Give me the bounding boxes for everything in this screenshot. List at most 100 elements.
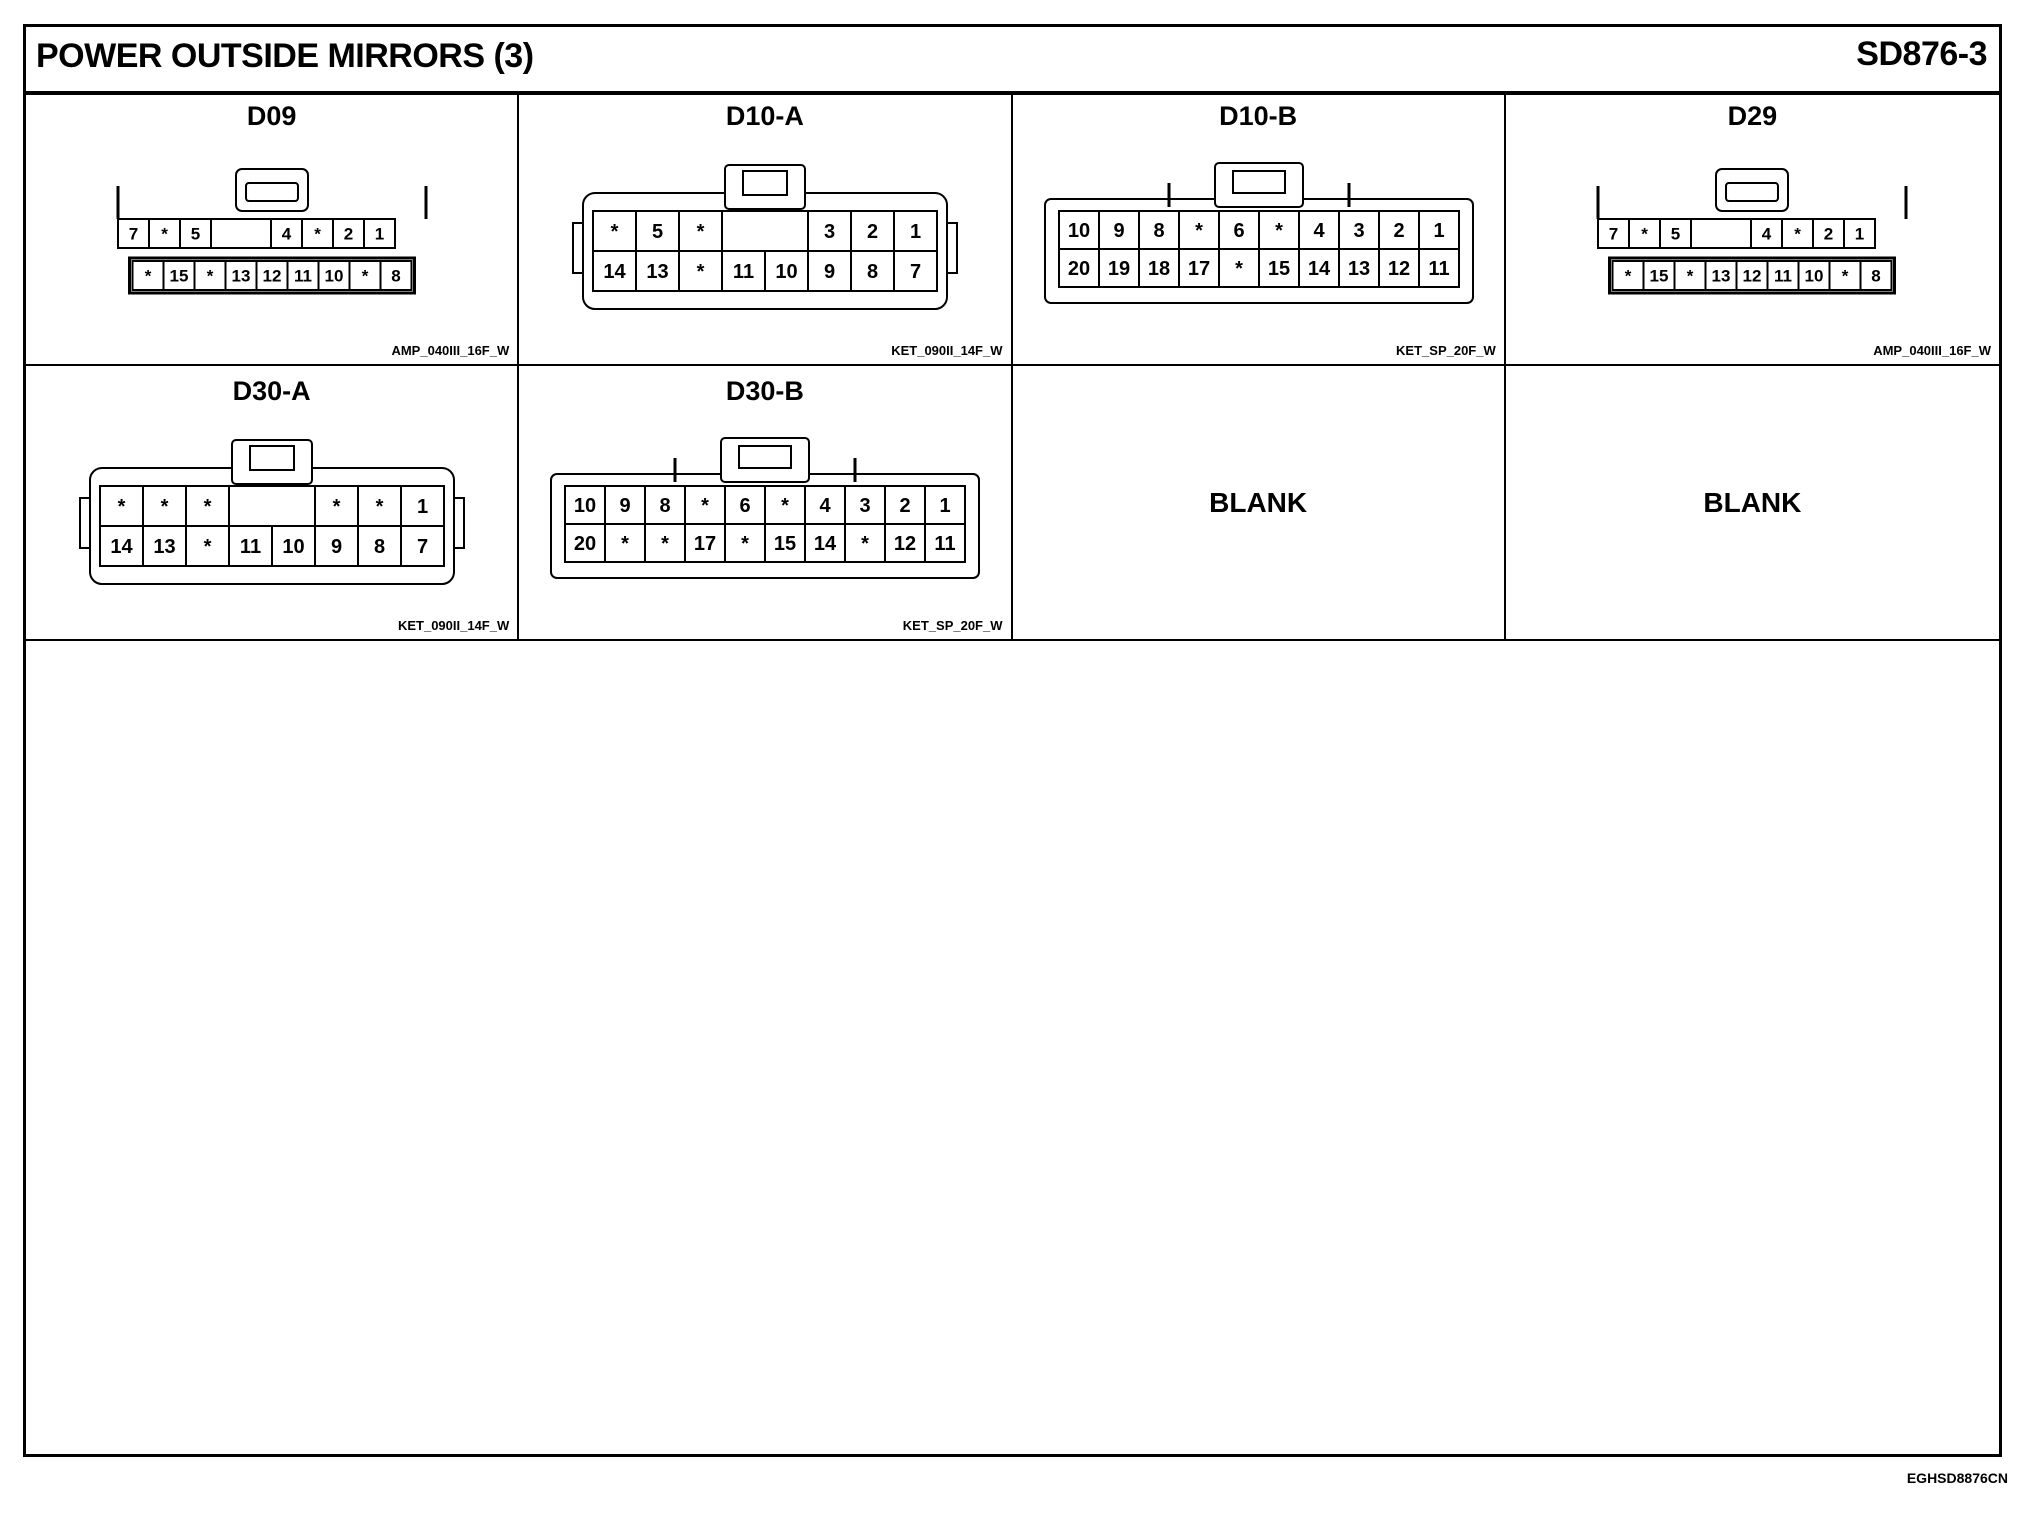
pin-cell bbox=[893, 250, 939, 292]
pin-label: 14 bbox=[814, 533, 837, 555]
connector-part-number: KET_SP_20F_W bbox=[902, 618, 1003, 633]
pin-cell bbox=[400, 525, 445, 567]
pin-label: 11 bbox=[240, 536, 261, 558]
pin-label: 17 bbox=[1187, 258, 1209, 280]
pin-cell bbox=[1137, 210, 1180, 250]
pin-label: * bbox=[204, 496, 212, 518]
pin-label: 2 bbox=[1824, 225, 1833, 244]
side-tab bbox=[946, 222, 959, 274]
pin-label: 1 bbox=[1855, 225, 1864, 244]
pin-label: 7 bbox=[129, 225, 138, 244]
latch-inner bbox=[738, 445, 793, 469]
pin-label: 2 bbox=[344, 225, 353, 244]
pin-label: 13 bbox=[1711, 267, 1730, 286]
pin-label: * bbox=[621, 533, 629, 555]
blank-label: BLANK bbox=[1703, 486, 1802, 518]
page-title: POWER OUTSIDE MIRRORS (3) bbox=[36, 37, 534, 75]
pin-cell bbox=[142, 525, 187, 567]
pin-label: 5 bbox=[1671, 225, 1680, 244]
pin-cell bbox=[348, 260, 382, 291]
pin-label: 10 bbox=[776, 261, 798, 283]
pin-label: 6 bbox=[740, 495, 751, 517]
pin-cell bbox=[1797, 260, 1831, 291]
pin-label: 3 bbox=[1353, 220, 1364, 242]
pin-label: 10 bbox=[1804, 267, 1823, 286]
pin-label: * bbox=[207, 267, 214, 286]
pin-label: 10 bbox=[282, 536, 304, 558]
footer-code: EGHSD8876CN bbox=[1906, 1470, 2008, 1486]
pin-label: 11 bbox=[733, 261, 754, 283]
pin-label: * bbox=[1794, 225, 1801, 244]
pin-label: 1 bbox=[940, 495, 951, 517]
pin-cell bbox=[228, 485, 316, 527]
pin-label: * bbox=[701, 495, 709, 517]
pin-label: 8 bbox=[867, 261, 878, 283]
pin-label: 20 bbox=[574, 533, 596, 555]
pin-label: 11 bbox=[1428, 258, 1449, 280]
connector-title: D29 bbox=[1727, 101, 1778, 131]
pin-cell bbox=[357, 485, 402, 527]
pin-label: 2 bbox=[867, 221, 878, 243]
latch-inner bbox=[1724, 182, 1779, 202]
pin-cell bbox=[644, 485, 687, 525]
side-tab bbox=[453, 497, 465, 549]
pin-label: 13 bbox=[232, 267, 251, 286]
pin-label: * bbox=[376, 496, 384, 518]
pin-cell bbox=[1417, 248, 1460, 288]
pin-label: 7 bbox=[1609, 225, 1618, 244]
connector-title: D30-A bbox=[232, 376, 311, 406]
pin-cell bbox=[210, 218, 272, 249]
connector-title: D10-A bbox=[725, 101, 804, 131]
pin-label: * bbox=[145, 267, 152, 286]
pin-label: 2 bbox=[900, 495, 911, 517]
pin-label: 9 bbox=[331, 536, 342, 558]
pin-cell bbox=[379, 260, 413, 291]
pin-label: 15 bbox=[1649, 267, 1668, 286]
pin-cell bbox=[635, 250, 681, 292]
pin-label: * bbox=[161, 225, 168, 244]
pin-cell bbox=[807, 250, 853, 292]
pin-cell bbox=[721, 250, 767, 292]
blank-cell: BLANK bbox=[1012, 366, 1506, 641]
pin-cell bbox=[332, 218, 365, 249]
pin-cell bbox=[1627, 218, 1661, 249]
pin-label: 12 bbox=[1742, 267, 1761, 286]
pin-label: 4 bbox=[1313, 220, 1325, 242]
pin-label: 5 bbox=[191, 225, 200, 244]
pin-label: 14 bbox=[110, 536, 133, 558]
pin-label: 9 bbox=[1113, 220, 1124, 242]
pin-label: * bbox=[333, 496, 341, 518]
pin-label: * bbox=[611, 221, 619, 243]
pin-label: 1 bbox=[375, 225, 384, 244]
connector-part-number: AMP_040III_16F_W bbox=[1873, 343, 1991, 358]
pin-label: 1 bbox=[417, 496, 428, 518]
pin-label: 18 bbox=[1147, 258, 1169, 280]
pin-label: * bbox=[861, 533, 869, 555]
pin-cell bbox=[564, 485, 607, 525]
pin-label: 15 bbox=[774, 533, 796, 555]
pin-label: * bbox=[1624, 267, 1631, 286]
pin-cell bbox=[1177, 210, 1220, 250]
pin-label: 13 bbox=[153, 536, 175, 558]
pin-label: 4 bbox=[820, 495, 832, 517]
connector-part-number: KET_090II_14F_W bbox=[397, 618, 510, 633]
pin-label: * bbox=[781, 495, 789, 517]
pin-cell bbox=[1297, 248, 1340, 288]
pin-cell bbox=[1704, 260, 1738, 291]
pin-cell bbox=[117, 218, 150, 249]
pin-cell bbox=[724, 523, 767, 563]
pin-label: * bbox=[161, 496, 169, 518]
pin-label: 8 bbox=[660, 495, 671, 517]
pin-label: 11 bbox=[935, 533, 956, 555]
pin-label: * bbox=[1275, 220, 1283, 242]
pin-label: 17 bbox=[694, 533, 716, 555]
pin-cell bbox=[678, 250, 724, 292]
pin-cell bbox=[142, 485, 187, 527]
